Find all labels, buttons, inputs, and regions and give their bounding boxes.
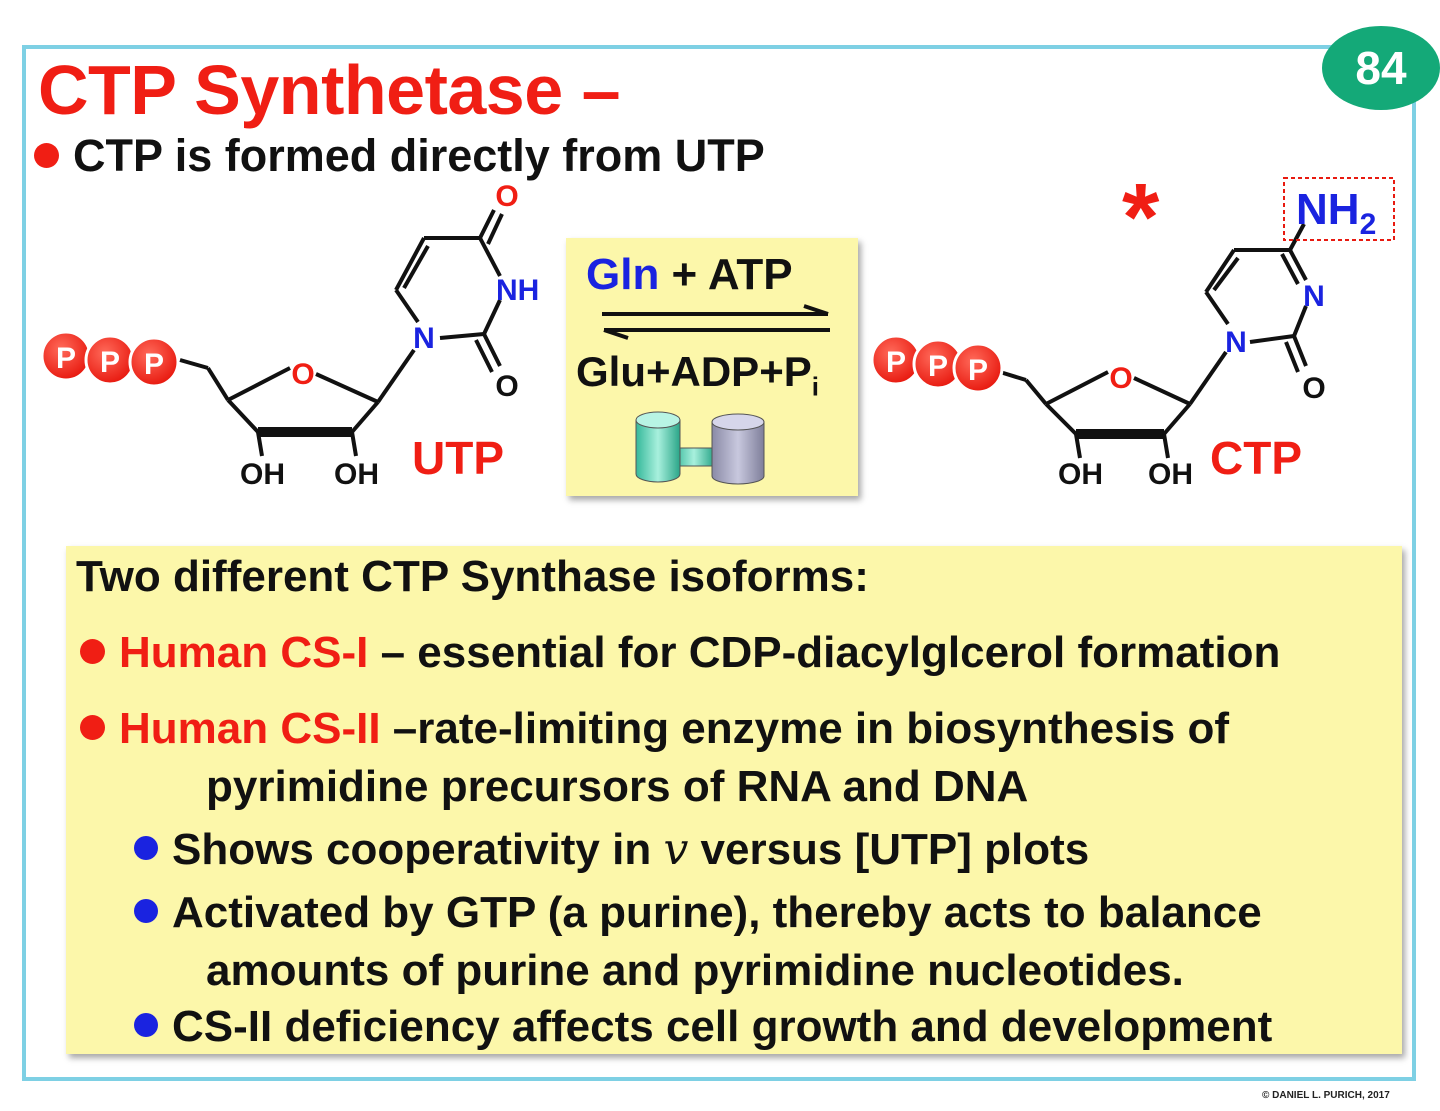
bullet1-velocity-symbol: v [663, 824, 689, 875]
reaction-box: Gln + ATP Glu+ADP+Pi [566, 238, 858, 496]
ctp-asterisk: * [1122, 164, 1160, 271]
ctp-nh2-main: NH [1296, 185, 1360, 234]
copyright-notice: © DANIEL L. PURICH, 2017 [1262, 1090, 1390, 1101]
ctp-phosphate-3: P [968, 354, 988, 387]
reaction-reverse: Glu+ADP+Pi [576, 348, 819, 402]
reaction-gln: Gln [586, 250, 660, 299]
subtitle-text: CTP is formed directly from UTP [73, 130, 765, 181]
cs2-item: Human CS-II –rate-limiting enzyme in bio… [80, 704, 1229, 754]
bullet-dot [80, 638, 105, 664]
cs1-label: Human CS-I [119, 628, 369, 677]
bullet-dot [134, 899, 158, 924]
cs1-text: – essential for CDP-diacylglcerol format… [368, 628, 1281, 677]
utp-label: UTP [412, 432, 504, 484]
bullet1-pre: Shows cooperativity in [172, 825, 664, 874]
bullet-gtp-activation: Activated by GTP (a purine), thereby act… [134, 888, 1262, 938]
ctp-phosphates [870, 334, 1004, 394]
nh2-highlight-box [1283, 177, 1395, 241]
bullet-dot [34, 142, 59, 168]
bullet-dot [80, 714, 105, 740]
bullet-deficiency: CS-II deficiency affects cell growth and… [134, 1002, 1272, 1052]
utp-phosphates [40, 330, 180, 388]
utp-nh: NH [496, 274, 539, 307]
bullet2-text-continued: amounts of purine and pyrimidine nucleot… [206, 946, 1184, 995]
ctp-n: N [1225, 326, 1247, 359]
reaction-reverse-text: Glu+ADP+P [576, 348, 812, 395]
utp-phosphate-1: P [56, 342, 76, 375]
ctp-n-top: N [1303, 280, 1325, 313]
reaction-forward-rest: + ATP [659, 250, 793, 299]
bullet-dot [134, 1013, 158, 1038]
cs2-label: Human CS-II [119, 704, 381, 753]
ctp-nh2-subscript: 2 [1360, 208, 1377, 241]
cs1-item: Human CS-I – essential for CDP-diacylglc… [80, 628, 1280, 678]
ctp-bottom-oxygen: O [1302, 372, 1325, 405]
utp-ring-oxygen: O [291, 358, 314, 391]
ctp-oh-right: OH [1148, 458, 1193, 491]
reaction-forward: Gln + ATP [586, 250, 793, 300]
slide-subtitle: CTP is formed directly from UTP [34, 130, 765, 182]
bullet3-text: CS-II deficiency affects cell growth and… [172, 1002, 1273, 1051]
slide-number-badge: 84 [1322, 26, 1440, 110]
utp-oh-right: OH [334, 458, 379, 491]
isoforms-heading: Two different CTP Synthase isoforms: [76, 552, 869, 601]
utp-bottom-oxygen: O [495, 370, 518, 403]
utp-structure [179, 209, 504, 457]
reaction-reverse-subscript: i [811, 371, 819, 402]
bullet-dot [134, 836, 158, 861]
equilibrium-arrows [602, 304, 830, 340]
utp-phosphate-3: P [144, 348, 164, 381]
ctp-oh-left: OH [1058, 458, 1103, 491]
ctp-nh2: NH2 [1296, 185, 1376, 241]
cs2-text-continued: pyrimidine precursors of RNA and DNA [206, 762, 1029, 811]
ctp-structure [999, 223, 1308, 459]
ctp-phosphate-1: P [886, 346, 906, 379]
bullet-cooperativity: Shows cooperativity in v versus [UTP] pl… [134, 824, 1089, 875]
utp-top-oxygen: O [495, 180, 518, 213]
utp-n: N [413, 322, 435, 355]
slide-title: CTP Synthetase – [38, 51, 621, 129]
bullet2-text: Activated by GTP (a purine), thereby act… [172, 888, 1262, 937]
bullet1-post: versus [UTP] plots [688, 825, 1090, 874]
utp-oh-left: OH [240, 458, 285, 491]
ctp-label: CTP [1210, 432, 1302, 484]
isoforms-info-box: Two different CTP Synthase isoforms: Hum… [66, 546, 1402, 1054]
slide-frame [22, 45, 1416, 1081]
cs2-text: –rate-limiting enzyme in biosynthesis of [380, 704, 1229, 753]
enzyme-icon [635, 411, 765, 485]
ctp-ring-oxygen: O [1109, 362, 1132, 395]
utp-phosphate-2: P [100, 346, 120, 379]
ctp-phosphate-2: P [928, 350, 948, 383]
